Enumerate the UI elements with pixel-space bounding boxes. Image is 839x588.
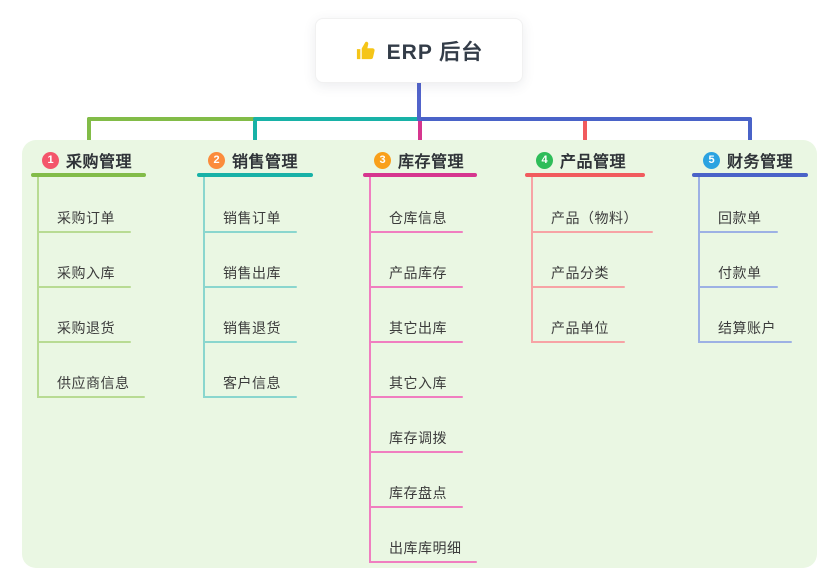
child-underline [531,231,653,233]
branch-number-badge: 3 [374,151,391,169]
branch-node-5[interactable]: 5 财务管理 [692,147,808,173]
child-node[interactable]: 供应商信息 [57,375,130,391]
branch-node-3[interactable]: 3 库存管理 [363,147,477,173]
connector-bus-branch-2 [253,117,421,121]
child-node[interactable]: 其它出库 [389,320,447,336]
child-node[interactable]: 销售订单 [223,210,281,226]
connector-drop-branch-3 [418,117,422,153]
child-underline [531,286,625,288]
child-node[interactable]: 产品分类 [551,265,609,281]
child-node[interactable]: 出库库明细 [389,540,462,556]
child-underline [698,286,778,288]
connector-drop-branch-4 [583,117,587,153]
child-underline [369,396,463,398]
child-underline [37,396,145,398]
child-node[interactable]: 库存盘点 [389,485,447,501]
child-node[interactable]: 采购订单 [57,210,115,226]
branch-underline [31,173,146,177]
branch-node-2[interactable]: 2 销售管理 [197,147,313,173]
branch-label: 产品管理 [560,154,627,171]
child-node[interactable]: 采购入库 [57,265,115,281]
child-underline [369,506,463,508]
child-node[interactable]: 采购退货 [57,320,115,336]
child-node[interactable]: 付款单 [718,265,762,281]
connector-drop-branch-2 [253,117,257,153]
branch-label: 财务管理 [727,154,794,171]
branch-node-4[interactable]: 4 产品管理 [525,147,645,173]
child-underline [369,286,463,288]
child-underline [369,231,463,233]
child-underline [203,396,297,398]
child-underline [531,341,625,343]
child-node[interactable]: 产品单位 [551,320,609,336]
connector-bus-branch-5 [417,117,752,121]
branch-underline [197,173,313,177]
branch-underline [363,173,477,177]
root-node-erp-backend[interactable]: ERP 后台 [315,18,523,83]
branch-node-1[interactable]: 1 采购管理 [31,147,146,173]
child-underline [203,341,297,343]
branch-number-badge: 2 [208,151,225,169]
child-underline [369,341,463,343]
branch-number-badge: 5 [703,151,720,169]
child-underline [203,286,297,288]
branches-panel [22,140,817,568]
child-underline [37,231,131,233]
child-node[interactable]: 库存调拨 [389,430,447,446]
branch-underline [692,173,808,177]
child-connector-line [531,177,533,343]
child-node[interactable]: 结算账户 [718,320,776,336]
child-node[interactable]: 回款单 [718,210,762,226]
child-underline [698,231,778,233]
child-underline [37,341,131,343]
child-underline [369,451,463,453]
child-node[interactable]: 产品（物料） [551,210,638,226]
connector-drop-branch-5 [748,117,752,153]
child-node[interactable]: 仓库信息 [389,210,447,226]
child-connector-line [698,177,700,343]
child-node[interactable]: 产品库存 [389,265,447,281]
connector-root-line [417,83,421,121]
branch-number-badge: 1 [42,151,59,169]
child-node[interactable]: 销售出库 [223,265,281,281]
child-underline [203,231,297,233]
child-underline [369,561,477,563]
child-node[interactable]: 销售退货 [223,320,281,336]
branch-label: 采购管理 [66,154,133,171]
child-underline [698,341,792,343]
branch-label: 销售管理 [232,154,299,171]
connector-drop-branch-1 [86,117,91,153]
child-node[interactable]: 客户信息 [223,375,281,391]
child-underline [37,286,131,288]
child-node[interactable]: 其它入库 [389,375,447,391]
branch-label: 库存管理 [398,154,465,171]
child-connector-line [369,177,371,563]
branch-underline [525,173,645,177]
branch-number-badge: 4 [536,151,553,169]
root-node-title: ERP 后台 [386,40,484,64]
thumbs-up-icon [355,39,378,62]
